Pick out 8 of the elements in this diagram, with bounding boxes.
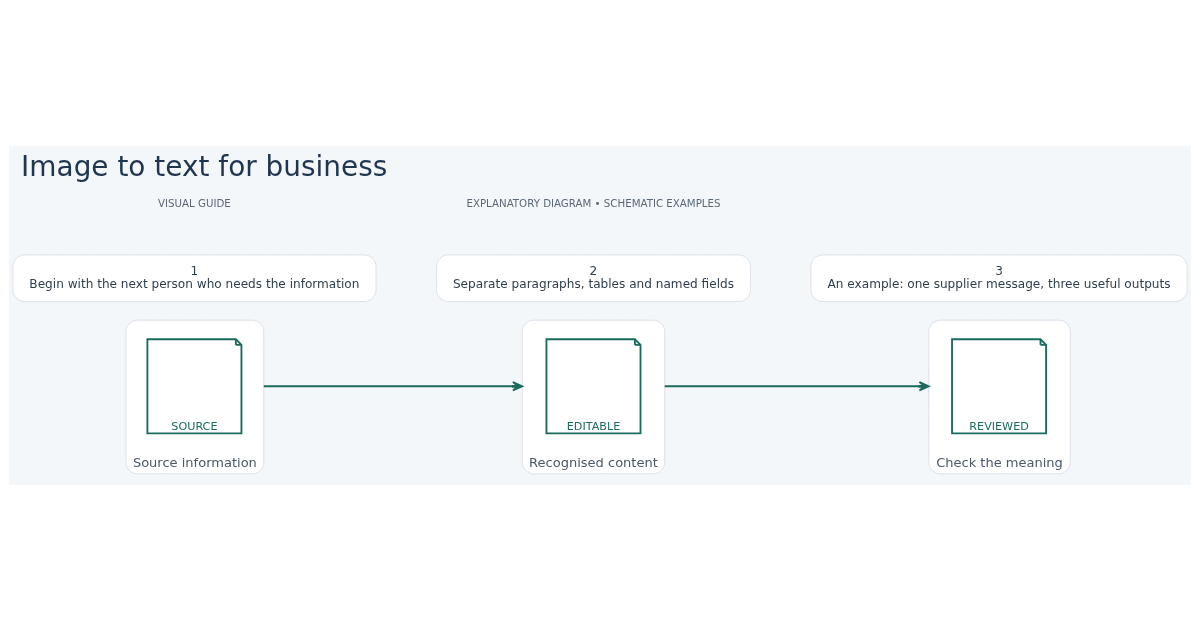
diagram-title: Image to text for business <box>21 149 388 183</box>
arrow <box>262 380 524 391</box>
node-box: 3 An example: one supplier message, three useful outputs <box>810 254 1188 302</box>
label: VISUAL GUIDE <box>158 196 231 209</box>
node-box: 1 Begin with the next person who needs the information <box>12 254 377 302</box>
node-box: 2 Separate paragraphs, tables and named fields <box>436 254 751 302</box>
label: EXPLANATORY DIAGRAM • SCHEMATIC EXAMPLES <box>466 196 721 209</box>
arrow <box>663 380 930 391</box>
